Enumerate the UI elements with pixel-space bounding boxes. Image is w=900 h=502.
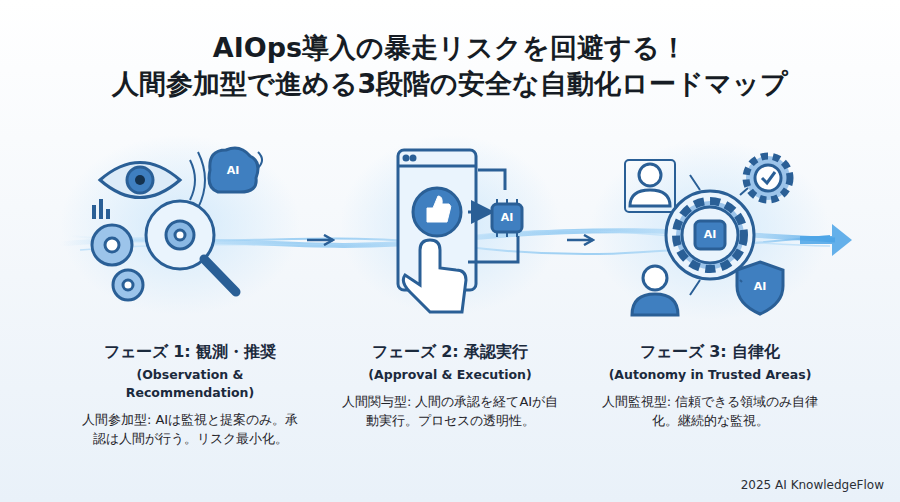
ai-chip-label: AI bbox=[218, 164, 248, 178]
approval-icon bbox=[398, 165, 476, 168]
observation-icon bbox=[198, 152, 205, 208]
phase-description: 人間監視型: 信頼できる領域のみ自律化。継続的な監視。 bbox=[599, 393, 821, 431]
phase-subtitle: (Approval & Execution) bbox=[339, 366, 561, 384]
observation-icon bbox=[135, 175, 145, 185]
autonomy-icon bbox=[666, 191, 754, 279]
phase-description: 人間関与型: 人間の承認を経てAIが自動実行。プロセスの透明性。 bbox=[339, 393, 561, 431]
observation-icon bbox=[127, 167, 153, 193]
phase-description: 人間参加型: AIは監視と提案のみ。承認は人間が行う。リスク最小化。 bbox=[79, 411, 301, 449]
autonomy-icon bbox=[625, 160, 675, 212]
observation-icon bbox=[209, 148, 258, 192]
glow-spots bbox=[590, 140, 830, 320]
phase-subtitle: (Autonomy in Trusted Areas) bbox=[599, 366, 821, 384]
approval-icon bbox=[492, 204, 522, 232]
observation-icon bbox=[204, 259, 236, 292]
autonomy-icon bbox=[682, 207, 738, 263]
autonomy-icon bbox=[755, 165, 781, 191]
observation-icon bbox=[190, 160, 195, 200]
ai-chip-label: AI bbox=[695, 228, 725, 242]
autonomy-icon bbox=[737, 262, 783, 314]
ai-chip-label: AI bbox=[492, 211, 522, 225]
phase-heading: フェーズ 2: 承認実行 bbox=[339, 340, 561, 363]
phase-block: フェーズ 3: 自律化 (Autonomy in Trusted Areas) 人間… bbox=[595, 140, 825, 439]
watermark: 2025 AI KnowledgeFlow bbox=[741, 478, 884, 492]
observation-icon bbox=[92, 148, 262, 300]
glow-spots bbox=[340, 135, 560, 315]
flow-connector bbox=[307, 239, 333, 242]
flow-connector bbox=[567, 239, 593, 242]
autonomy-icon bbox=[676, 201, 744, 269]
observation-icon bbox=[92, 225, 132, 265]
phase-heading: フェーズ 3: 自律化 bbox=[599, 340, 821, 363]
observation-icon bbox=[99, 199, 103, 219]
phase-block: フェーズ 2: 承認実行 (Approval & Execution) 人間関与型:… bbox=[335, 140, 565, 439]
approval-icon bbox=[413, 188, 461, 236]
autonomy-icon bbox=[690, 175, 748, 295]
diagram-title: AIOps導入の暴走リスクを回避する！ 人間参加型で進める3段階の安全な自動化ロ… bbox=[70, 30, 830, 101]
approval-icon bbox=[478, 170, 505, 190]
end-arrow bbox=[800, 224, 852, 256]
glow-spots bbox=[60, 135, 830, 320]
autonomy-icon bbox=[632, 294, 678, 315]
approval-icon bbox=[411, 156, 415, 160]
approval-icon bbox=[404, 156, 408, 160]
icon-space bbox=[79, 140, 301, 340]
phase-subtitle: (Observation & Recommendation) bbox=[79, 366, 301, 402]
autonomy-icon bbox=[630, 190, 670, 206]
observation-icon bbox=[123, 280, 133, 290]
autonomy-icon bbox=[639, 164, 661, 186]
autonomy-icon bbox=[643, 266, 667, 290]
ai-shield-label: AI bbox=[745, 280, 775, 294]
observation-icon bbox=[100, 163, 180, 198]
approval-icon bbox=[468, 236, 518, 262]
autonomy-icon bbox=[746, 156, 790, 200]
icon-space bbox=[339, 140, 561, 340]
approval-icon bbox=[398, 150, 522, 312]
observation-icon bbox=[113, 270, 143, 300]
autonomy-icon bbox=[762, 172, 775, 183]
observation-icon bbox=[175, 230, 185, 240]
approval-icon bbox=[403, 240, 466, 312]
autonomy-icon bbox=[625, 156, 790, 315]
observation-icon bbox=[166, 221, 194, 249]
end-arrow bbox=[800, 224, 852, 256]
phase-block: フェーズ 1: 観測・推奨 (Observation & Recommendati… bbox=[75, 140, 305, 457]
observation-icon bbox=[92, 205, 96, 219]
autonomy-icon bbox=[695, 221, 725, 249]
phase-heading: フェーズ 1: 観測・推奨 bbox=[79, 340, 301, 363]
approval-icon bbox=[468, 211, 490, 214]
glow-spots bbox=[60, 135, 300, 315]
observation-icon bbox=[106, 209, 110, 219]
approval-icon bbox=[427, 196, 451, 222]
observation-icon bbox=[258, 152, 262, 168]
observation-icon bbox=[105, 238, 119, 252]
